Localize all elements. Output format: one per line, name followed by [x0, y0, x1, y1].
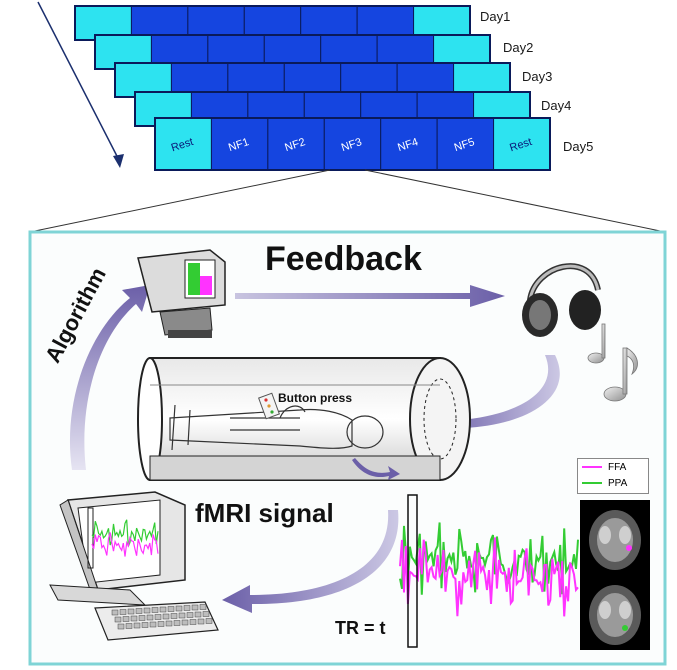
brain-slice-icon — [580, 500, 650, 650]
analysis-computer-icon — [49, 491, 219, 641]
keyboard-key — [141, 622, 149, 628]
keyboard-key — [125, 623, 133, 629]
day-label-3: Day3 — [522, 69, 553, 84]
keyboard-key — [173, 620, 181, 626]
headphones-icon — [522, 263, 601, 337]
keyboard-key — [202, 611, 210, 617]
nf-segment — [323, 117, 382, 171]
legend-ffa-swatch — [582, 466, 602, 468]
keyboard-key — [135, 608, 143, 614]
keyboard-key — [170, 613, 178, 619]
mri-scanner-icon — [137, 357, 471, 481]
keyboard-key — [197, 618, 205, 625]
patient-outline — [169, 404, 384, 451]
button-box-icon — [258, 392, 280, 420]
legend-ffa: FFA — [578, 459, 648, 475]
keyboard-key — [162, 613, 170, 620]
day-label-4: Day4 — [541, 98, 572, 113]
keyboard-key — [119, 609, 127, 615]
keyboard-key — [151, 607, 159, 613]
keyboard-key — [186, 612, 194, 618]
keyboard-key — [122, 616, 130, 622]
fmri-signal-plot — [399, 494, 579, 648]
keyboard-key — [138, 615, 146, 621]
keyboard-key — [205, 618, 213, 624]
algorithm-arrow — [69, 285, 150, 470]
keyboard-key — [117, 623, 125, 630]
keyboard-key — [146, 614, 154, 621]
signal-to-computer-arrow — [222, 510, 399, 613]
fmri-signal-label: fMRI signal — [195, 498, 334, 528]
day-block-outline — [154, 117, 551, 171]
keyboard-key — [143, 607, 151, 614]
tr-window — [407, 494, 418, 648]
feedback-label: Feedback — [265, 240, 422, 278]
day-label-1: Day1 — [480, 9, 511, 24]
keyboard-key — [181, 619, 189, 626]
nf-segment — [267, 117, 325, 171]
keyboard-key — [149, 621, 157, 628]
keyboard-key — [165, 620, 173, 627]
keyboard-key — [167, 606, 175, 612]
keyboard-key — [189, 619, 197, 625]
keyboard-key — [191, 604, 199, 611]
computer-monitor-icon — [137, 249, 226, 338]
keyboard-key — [133, 622, 141, 629]
zoom-line-right — [364, 169, 666, 233]
keyboard-key — [130, 615, 138, 622]
legend-ppa-label: PPA — [608, 477, 628, 489]
nf-segment — [436, 117, 495, 171]
music-note-icon — [587, 323, 638, 402]
timeline-arrow-icon — [37, 1, 124, 168]
ppa-trace — [399, 522, 579, 595]
legend: FFA PPA — [577, 458, 649, 494]
legend-ppa-swatch — [582, 482, 602, 484]
ffa-trace — [399, 537, 579, 617]
legend-ppa: PPA — [578, 475, 648, 491]
keyboard-key — [114, 616, 122, 623]
day-label-2: Day2 — [503, 40, 534, 55]
keyboard-key — [199, 604, 207, 610]
legend-ffa-label: FFA — [608, 461, 627, 473]
keyboard-key — [111, 609, 119, 616]
keyboard-key — [127, 608, 135, 615]
keyboard-key — [157, 621, 165, 627]
keyboard-key — [159, 606, 167, 613]
keyboard-key — [175, 605, 183, 612]
tr-label: TR = t — [335, 618, 386, 638]
keyboard-key — [183, 605, 191, 611]
day-label-5: Day5 — [563, 139, 594, 154]
keyboard-key — [154, 614, 162, 620]
zoom-line-left — [29, 169, 331, 233]
feedback-arrow — [235, 285, 505, 307]
keyboard-key — [194, 611, 202, 618]
keyboard-key — [178, 612, 186, 619]
button-press-label: Button press — [278, 391, 353, 405]
